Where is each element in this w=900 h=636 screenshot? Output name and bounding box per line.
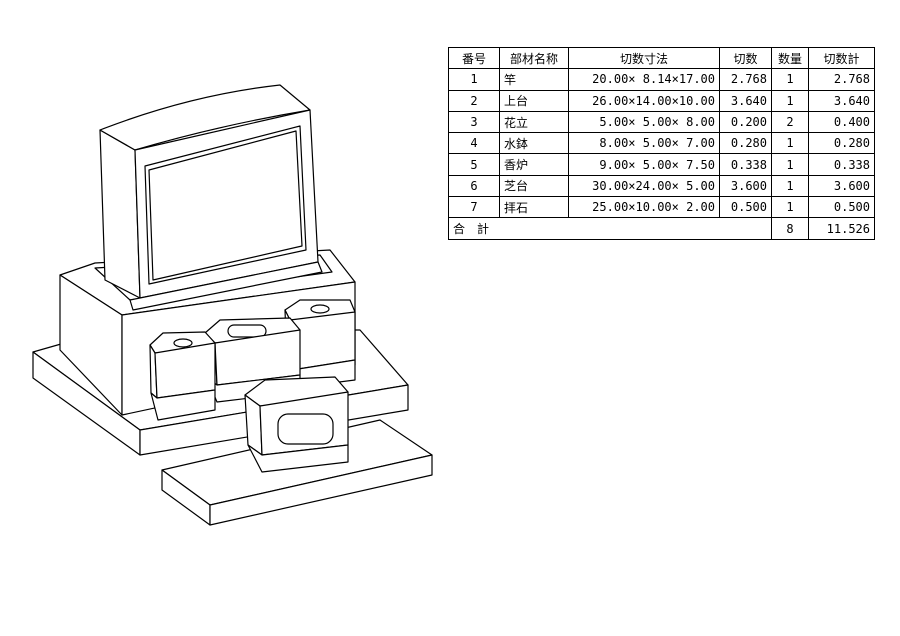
cell-name: 花立 (499, 110, 569, 134)
cell-qty: 1 (771, 174, 809, 198)
cell-qty: 1 (771, 68, 809, 91)
cell-no: 5 (448, 153, 500, 176)
table-header-row: 番号 部材名称 切数寸法 切数 数量 切数計 (448, 46, 875, 70)
cell-name: 水鉢 (499, 132, 569, 155)
cell-total: 0.338 (808, 153, 875, 176)
cell-name: 拝石 (499, 196, 569, 219)
cell-kiri: 3.640 (719, 89, 772, 112)
cell-dims: 5.00× 5.00× 8.00 (568, 110, 720, 134)
cell-no: 3 (448, 110, 500, 134)
cell-total: 0.280 (808, 132, 875, 155)
footer-label: 合 計 (448, 217, 772, 240)
cell-total: 0.400 (808, 110, 875, 134)
table-footer-row: 合 計 8 11.526 (448, 217, 875, 240)
footer-qty: 8 (771, 217, 809, 240)
cell-qty: 1 (771, 196, 809, 219)
cell-dims: 9.00× 5.00× 7.50 (568, 153, 720, 176)
cell-kiri: 0.338 (719, 153, 772, 176)
cell-no: 7 (448, 196, 500, 219)
cell-no: 6 (448, 174, 500, 198)
cell-dims: 25.00×10.00× 2.00 (568, 196, 720, 219)
cell-no: 4 (448, 132, 500, 155)
hanatate-left-vase (149, 331, 216, 421)
header-kiri: 切数 (719, 46, 772, 70)
cell-total: 0.500 (808, 196, 875, 219)
cell-name: 竿 (499, 68, 569, 91)
header-name: 部材名称 (499, 46, 569, 70)
cell-kiri: 3.600 (719, 174, 772, 198)
cell-dims: 8.00× 5.00× 7.00 (568, 132, 720, 155)
cell-qty: 1 (771, 153, 809, 176)
cell-name: 上台 (499, 89, 569, 112)
cell-name: 香炉 (499, 153, 569, 176)
footer-total: 11.526 (808, 217, 875, 240)
header-total: 切数計 (808, 46, 875, 70)
cell-qty: 1 (771, 89, 809, 112)
cell-dims: 20.00× 8.14×17.00 (568, 68, 720, 91)
cell-kiri: 2.768 (719, 68, 772, 91)
cell-dims: 30.00×24.00× 5.00 (568, 174, 720, 198)
cell-total: 3.640 (808, 89, 875, 112)
header-qty: 数量 (771, 46, 809, 70)
sao-main-stone (99, 84, 323, 311)
header-dims: 切数寸法 (568, 46, 720, 70)
cell-no: 2 (448, 89, 500, 112)
cell-dims: 26.00×14.00×10.00 (568, 89, 720, 112)
header-no: 番号 (448, 46, 500, 70)
cell-qty: 1 (771, 132, 809, 155)
cell-kiri: 0.200 (719, 110, 772, 134)
cell-total: 2.768 (808, 68, 875, 91)
mizubachi-water-basin (244, 376, 349, 473)
cell-kiri: 0.500 (719, 196, 772, 219)
cell-qty: 2 (771, 110, 809, 134)
cell-name: 芝台 (499, 174, 569, 198)
cell-total: 3.600 (808, 174, 875, 198)
cell-kiri: 0.280 (719, 132, 772, 155)
cell-no: 1 (448, 68, 500, 91)
